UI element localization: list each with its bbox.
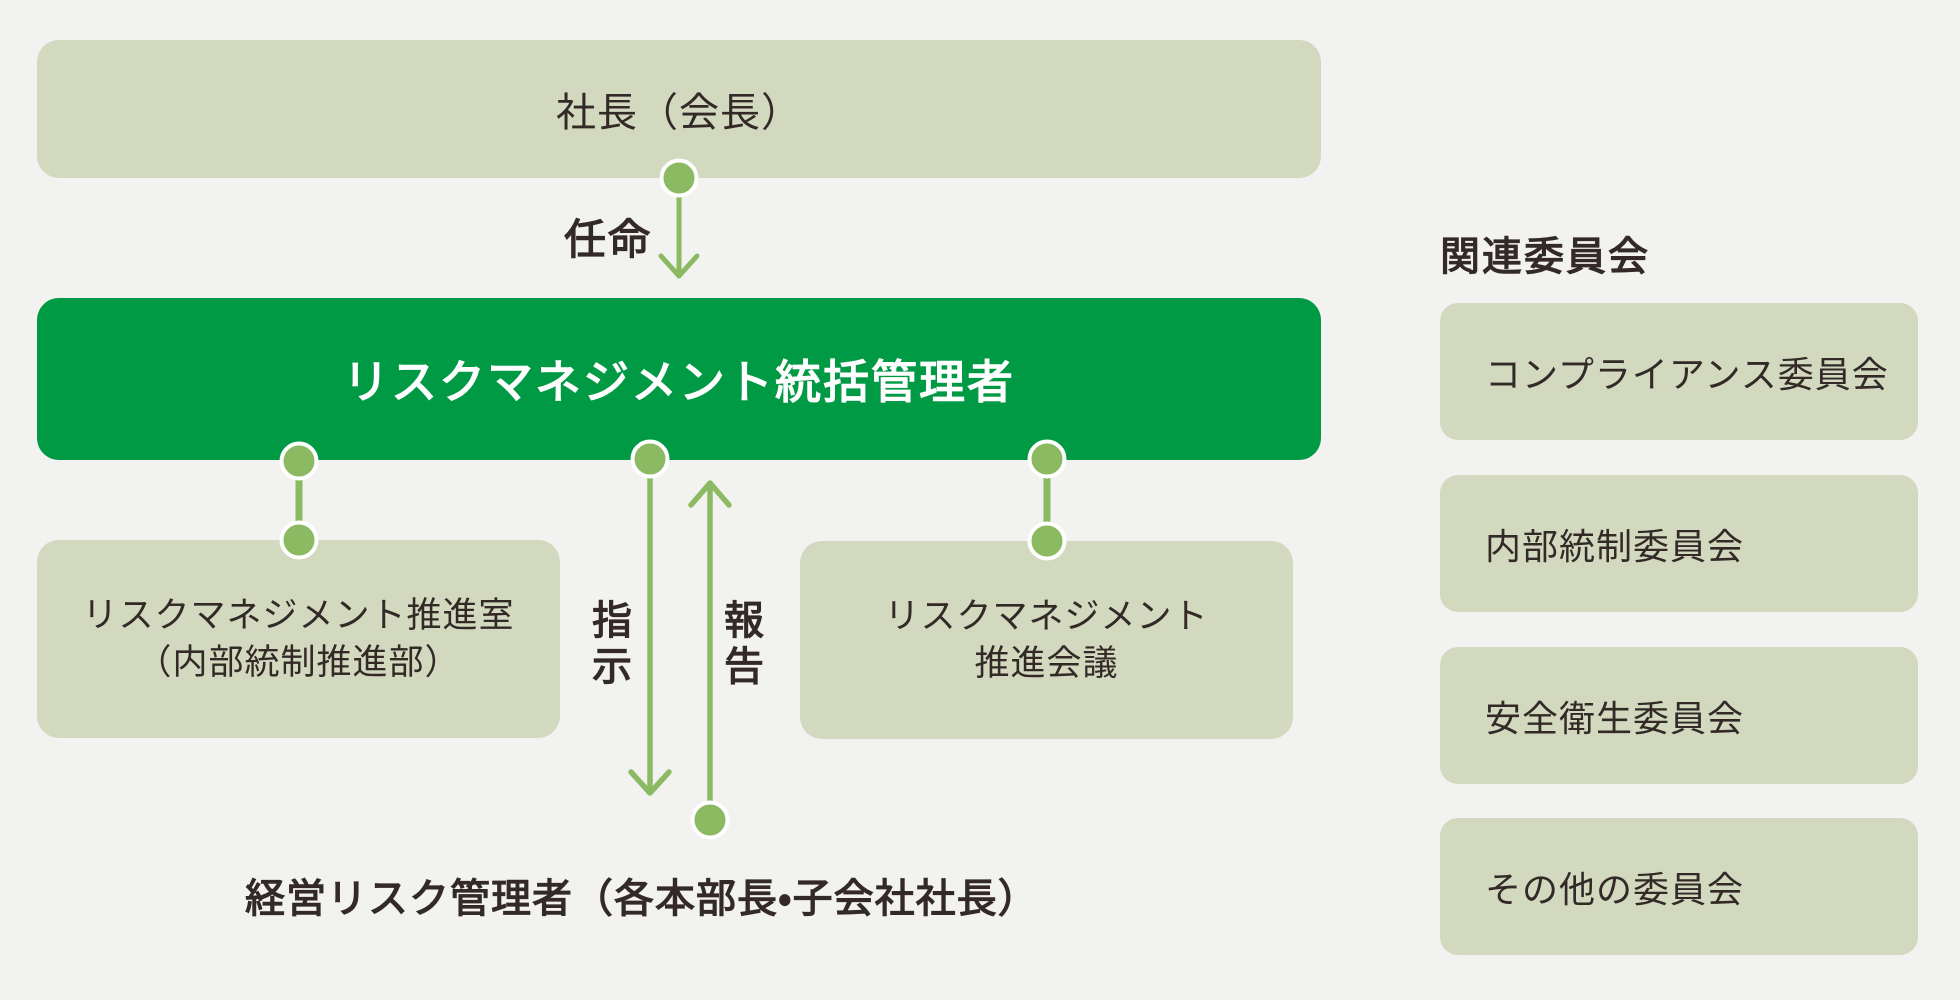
committee-safety-health-label: 安全衛生委員会: [1485, 697, 1745, 739]
report-arrow-dot: [690, 800, 730, 840]
committee-internal-control: 内部統制委員会: [1440, 475, 1918, 612]
committee-other-label: その他の委員会: [1485, 868, 1745, 910]
president-box-label: 社長（会長）: [556, 91, 802, 135]
promotion-council-line1: リスクマネジメント: [884, 596, 1209, 636]
committee-compliance: コンプライアンス委員会: [1440, 303, 1918, 440]
instruction-arrow: [628, 439, 672, 796]
report-label: 報告: [724, 599, 766, 689]
risk-manager-box: リスクマネジメント統括管理者: [37, 298, 1321, 460]
risk-manager-box-label: リスクマネジメント統括管理者: [343, 356, 1015, 408]
promotion-office-box: リスクマネジメント推進室 （内部統制推進部）: [37, 540, 560, 738]
committee-safety-health: 安全衛生委員会: [1440, 647, 1918, 784]
promotion-office-line2: （内部統制推進部）: [136, 643, 461, 682]
instruction-label: 指示: [592, 599, 634, 689]
committee-compliance-label: コンプライアンス委員会: [1485, 353, 1889, 395]
promotion-council-line2: 推進会議: [974, 644, 1119, 683]
committees-title: 関連委員会: [1440, 235, 1650, 279]
president-box: 社長（会長）: [37, 40, 1321, 178]
promotion-council-box: リスクマネジメント 推進会議: [800, 541, 1293, 739]
committee-internal-control-label: 内部統制委員会: [1485, 525, 1745, 567]
committee-other: その他の委員会: [1440, 818, 1918, 955]
promotion-office-line1: リスクマネジメント推進室: [82, 595, 515, 635]
appointment-label: 任命: [564, 216, 653, 263]
risk-managers-label: 経営リスク管理者（各本部長・子会社社長）: [245, 877, 1039, 921]
